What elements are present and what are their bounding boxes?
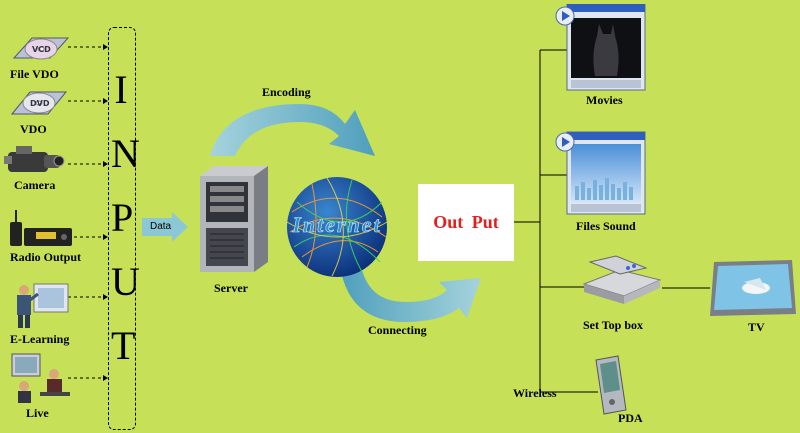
input-title-letter: N — [111, 131, 140, 176]
vcd-disc-icon: VCD — [12, 37, 70, 60]
input-label: Camera — [14, 178, 56, 192]
input-label: Live — [26, 406, 49, 420]
server-icon — [200, 166, 268, 272]
svg-text:DVD: DVD — [30, 99, 50, 108]
files-sound-label: Files Sound — [576, 219, 636, 233]
set-top-box-icon — [582, 255, 662, 304]
sound-player-icon — [555, 131, 646, 215]
movie-player-icon — [555, 4, 646, 91]
radio-icon — [10, 210, 72, 246]
movies-label: Movies — [586, 93, 623, 107]
input-title-letter: I — [114, 67, 128, 112]
input-title-letter: P — [111, 195, 134, 240]
tv-icon — [710, 260, 796, 316]
live-conference-icon — [11, 353, 70, 403]
input-group-bar — [108, 27, 136, 430]
pda-icon — [595, 355, 627, 415]
camcorder-icon — [4, 146, 65, 172]
dvd-disc-icon: DVD — [10, 91, 68, 115]
input-title-letter: T — [111, 323, 136, 368]
svg-text:VCD: VCD — [32, 45, 51, 54]
data-arrow-label: Data — [150, 221, 172, 232]
input-label: VDO — [20, 122, 47, 136]
connecting-arrow — [340, 266, 481, 322]
internet-globe-icon — [286, 177, 388, 277]
svg-text:Internet: Internet — [291, 212, 381, 237]
teacher-icon — [17, 283, 69, 328]
wireless-label: Wireless — [513, 386, 557, 400]
input-label: E-Learning — [10, 332, 70, 346]
encoding-label: Encoding — [262, 85, 311, 99]
output-box: Out Put — [418, 184, 514, 261]
encoding-arrow — [210, 104, 375, 156]
output-label: Out Put — [433, 212, 499, 232]
input-label: Radio Output — [10, 250, 82, 264]
internet-label: Internet — [291, 212, 381, 238]
set-top-box-label: Set Top box — [583, 318, 644, 332]
input-label: File VDO — [10, 67, 59, 81]
server-label: Server — [214, 281, 248, 295]
input-title-letter: U — [111, 259, 140, 304]
connecting-label: Connecting — [368, 323, 427, 337]
tv-label: TV — [748, 320, 765, 334]
pda-label: PDA — [618, 411, 643, 425]
data-arrow — [142, 212, 188, 242]
